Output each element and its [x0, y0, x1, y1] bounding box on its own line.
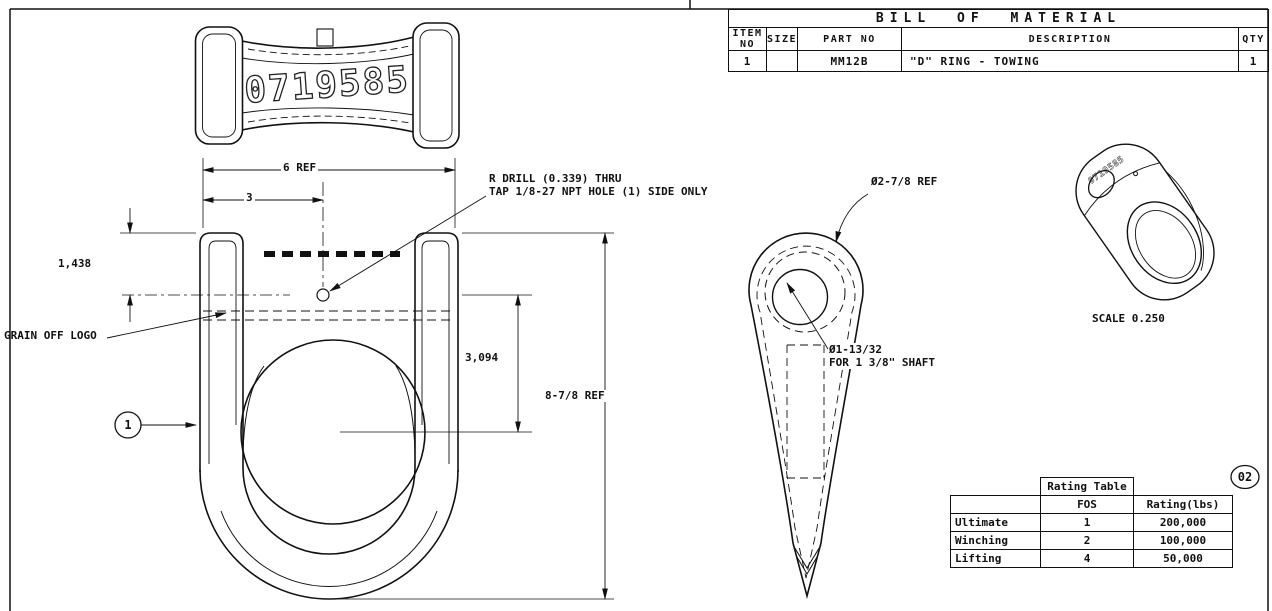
rating-value: 100,000 — [1133, 531, 1233, 550]
leader-drill-note — [329, 195, 487, 292]
bom-cell-size — [766, 50, 798, 72]
rating-fos: 1 — [1040, 513, 1134, 532]
bom-header-description: DESCRIPTION — [901, 27, 1239, 51]
item-balloon: 1 — [114, 411, 142, 439]
rating-value: 50,000 — [1133, 549, 1233, 568]
dim-width-ref: 6 REF — [281, 161, 319, 174]
bom-header-item-no: ITEM NO — [728, 27, 767, 51]
dim-overall-height: 8-7/8 REF — [543, 389, 607, 402]
scale-note: SCALE 0.250 — [1092, 312, 1165, 325]
rating-label: Winching — [950, 531, 1041, 550]
drill-note: R DRILL (0.339) THRU TAP 1/8-27 NPT HOLE… — [489, 172, 708, 198]
side-view — [748, 232, 864, 600]
bom-title: BILL OF MATERIAL — [727, 9, 1270, 28]
drill-note-line2: TAP 1/8-27 NPT HOLE (1) SIDE ONLY — [489, 185, 708, 198]
bom-cell-part-no: MM12B — [797, 50, 902, 72]
grain-note: GRAIN OFF LOGO — [4, 329, 97, 342]
dimension-lines — [120, 158, 614, 600]
rating-header-rating: Rating(lbs) — [1133, 495, 1233, 514]
revision-balloon-number: 02 — [1238, 470, 1252, 484]
npt-boss — [316, 28, 334, 47]
rating-table: Rating Table FOS Rating(lbs) Ultimate 1 … — [950, 477, 1233, 568]
leader-lines — [106, 193, 869, 428]
rating-header-blank — [950, 495, 1041, 514]
top-view: 0719585 — [194, 22, 460, 149]
bom-cell-description: "D" RING - TOWING — [901, 50, 1239, 72]
rating-label: Ultimate — [950, 513, 1041, 532]
dim-hole-height: 1,438 — [58, 257, 92, 270]
bom-cell-item-no: 1 — [728, 50, 767, 72]
bom-cell-qty: 1 — [1237, 50, 1270, 72]
rating-fos: 4 — [1040, 549, 1134, 568]
iso-view: 0719585 — [1075, 143, 1215, 301]
dim-half-width: 3 — [244, 191, 255, 204]
drill-note-line1: R DRILL (0.339) THRU — [489, 172, 622, 185]
bom-header-qty: QTY — [1237, 27, 1270, 51]
bill-of-material: BILL OF MATERIAL ITEM NO SIZE PART NO DE… — [727, 9, 1270, 72]
counterbore-hidden — [764, 251, 846, 333]
rating-row-winching: Winching 2 100,000 — [950, 531, 1233, 550]
leader-grain — [106, 312, 227, 339]
rating-label: Lifting — [950, 549, 1041, 568]
front-view — [122, 182, 459, 600]
rating-header-fos: FOS — [1040, 495, 1134, 514]
rating-table-title: Rating Table — [1040, 477, 1134, 496]
iso-ring-opening — [1126, 201, 1203, 285]
dim-center-distance: 3,094 — [465, 351, 499, 364]
rating-value: 200,000 — [1133, 513, 1233, 532]
shaft-dia-note: Ø1-13/32 FOR 1 3/8" SHAFT — [829, 343, 935, 369]
bom-header-part-no: PART NO — [797, 27, 902, 51]
bom-row: 1 MM12B "D" RING - TOWING 1 — [728, 50, 1270, 72]
shaft-dia-line2: FOR 1 3/8" SHAFT — [829, 356, 935, 369]
leader-shaft-dia — [786, 282, 829, 350]
bom-header-size: SIZE — [766, 27, 798, 51]
npt-drill-hole — [316, 288, 330, 302]
iso-shaft-hole — [1087, 170, 1115, 199]
rating-row-lifting: Lifting 4 50,000 — [950, 549, 1233, 568]
leader-boss-dia — [835, 193, 869, 243]
shaft-hole — [771, 268, 829, 326]
item-balloon-number: 1 — [124, 418, 131, 432]
rating-row-ultimate: Ultimate 1 200,000 — [950, 513, 1233, 532]
boss-dia-note: Ø2-7/8 REF — [871, 175, 938, 188]
stamp-text: 0719585 — [243, 59, 411, 111]
shaft-dia-line1: Ø1-13/32 — [829, 343, 882, 356]
rating-fos: 2 — [1040, 531, 1134, 550]
revision-balloon: 02 — [1230, 464, 1260, 490]
